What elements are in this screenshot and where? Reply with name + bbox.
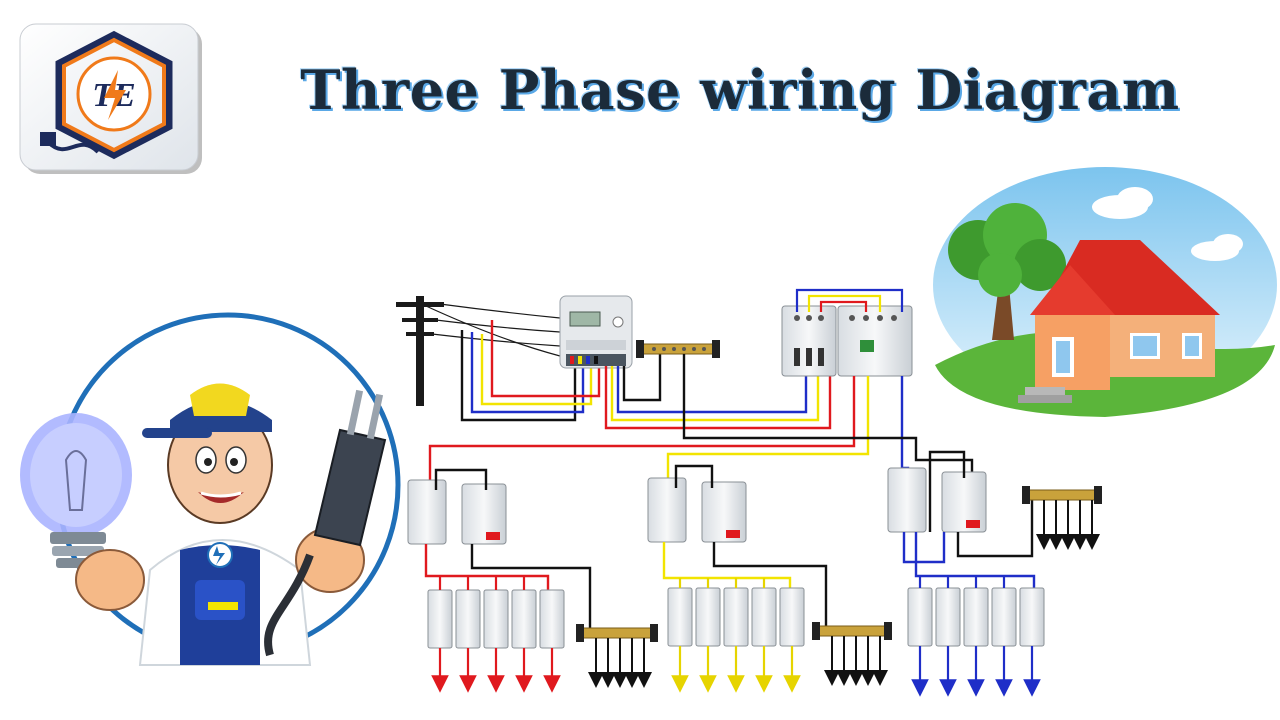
yellow-phase-group: [647, 464, 892, 693]
house-icon: [933, 167, 1277, 417]
energy-meter-icon: [559, 295, 633, 369]
red-phase-group: [407, 468, 658, 693]
logo: TE: [19, 23, 202, 174]
page-title: Three Phase wiring Diagram: [300, 58, 1180, 122]
plug-icon: [264, 389, 387, 657]
wiring-diagram: [396, 288, 1102, 697]
blue-phase-group: [887, 450, 1102, 697]
tree-icon: [948, 203, 1066, 340]
electrician-icon: [20, 312, 401, 666]
cloud-icon: [1092, 187, 1243, 261]
utility-pole-icon: [396, 296, 444, 406]
plug-cord-icon: [46, 140, 100, 154]
bus-bar-icon: [636, 340, 720, 358]
light-bulb-icon: [20, 413, 132, 568]
lightning-icon: [104, 70, 126, 120]
main-breakers: [781, 305, 913, 377]
